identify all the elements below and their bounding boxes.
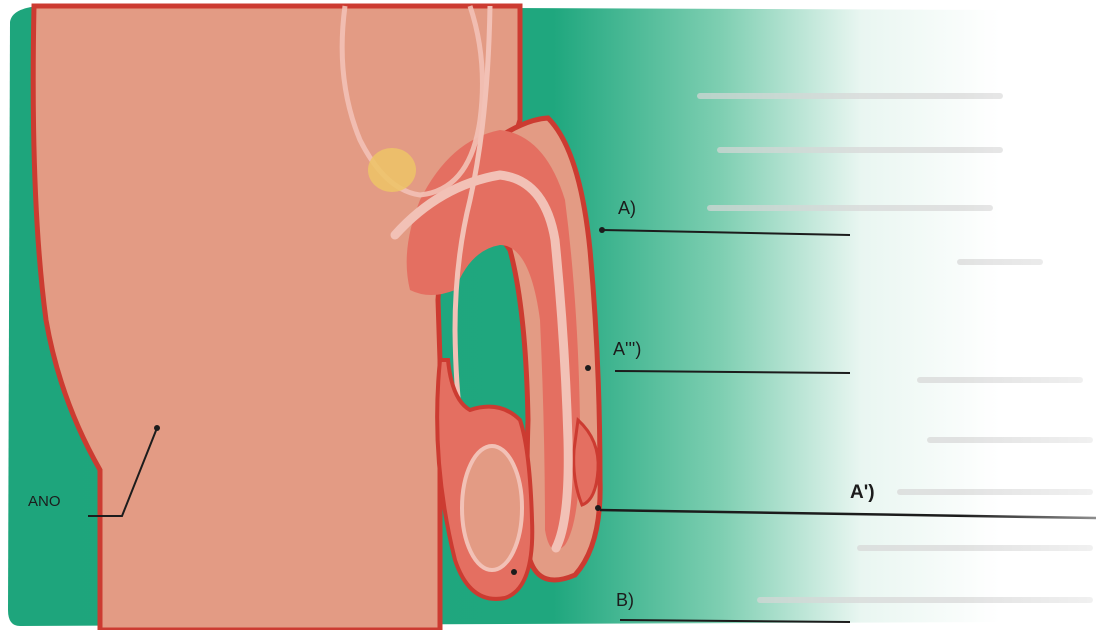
- testis: [462, 446, 522, 570]
- label-ano: ANO: [28, 493, 61, 510]
- label-b: B): [616, 590, 634, 610]
- label-a-prime: A'): [850, 482, 875, 503]
- label-a-triple: A'''): [613, 339, 641, 359]
- paper-edge-fade: [960, 0, 1096, 630]
- prostate-gland: [368, 148, 416, 192]
- label-a: A): [618, 198, 636, 218]
